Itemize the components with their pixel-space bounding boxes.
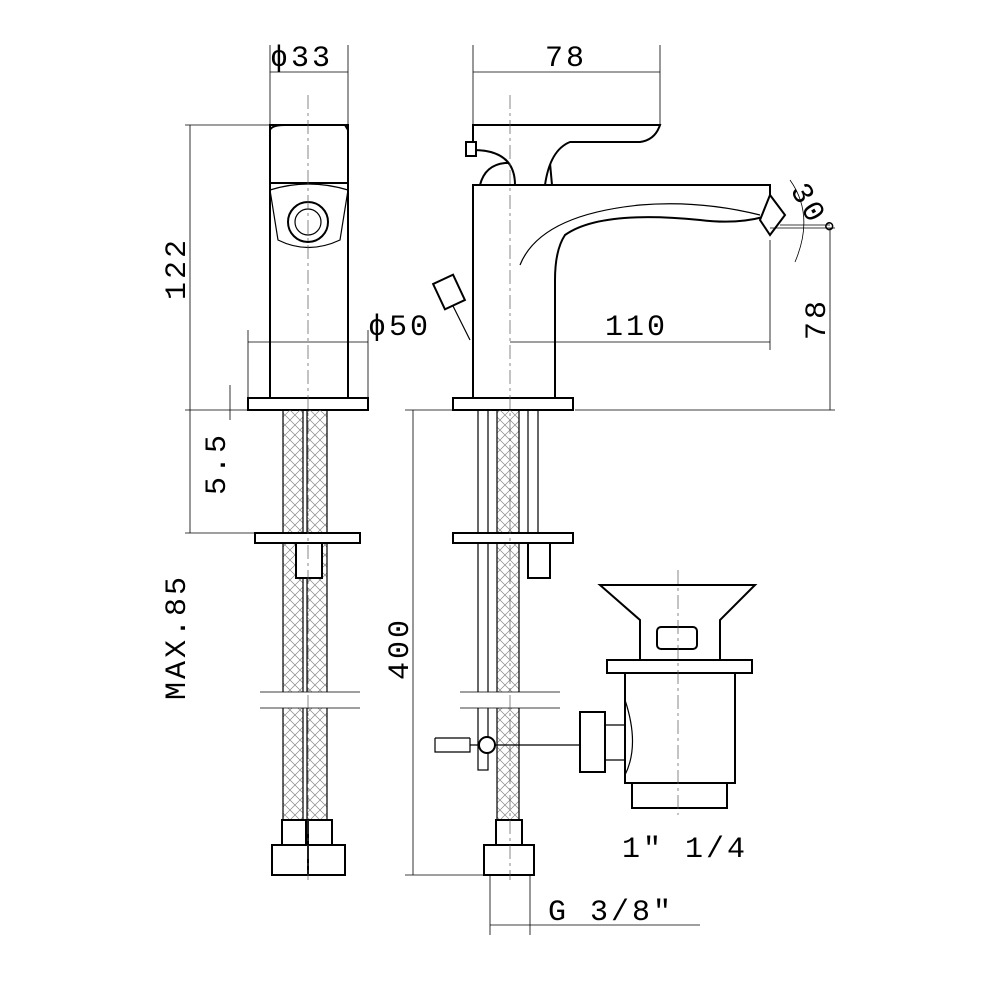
dim-hose-length: 400 xyxy=(384,617,418,680)
dim-spout-angle: 30° xyxy=(781,178,842,250)
dim-spout-reach: 110 xyxy=(605,311,668,345)
side-dimensions: 78 110 78 30° 400 1" 1/4 G 3/8" xyxy=(384,42,842,935)
dim-top-diameter: ϕ33 xyxy=(270,42,333,76)
dim-hose-thread: G 3/8" xyxy=(548,896,674,930)
dim-max-thickness: MAX.85 xyxy=(161,574,195,700)
side-view xyxy=(431,95,787,880)
pop-up-waste xyxy=(579,570,758,815)
dim-waste-size: 1" 1/4 xyxy=(622,833,748,867)
dim-total-height: 122 xyxy=(161,237,195,300)
dim-lever-length: 78 xyxy=(545,42,587,76)
dim-spout-height: 78 xyxy=(801,298,835,340)
dim-plate-gap: 5.5 xyxy=(201,432,235,495)
dim-base-diameter: ϕ50 xyxy=(368,311,431,345)
front-dimensions: ϕ33 122 5.5 MAX.85 ϕ50 xyxy=(161,42,431,700)
front-view xyxy=(247,95,369,880)
